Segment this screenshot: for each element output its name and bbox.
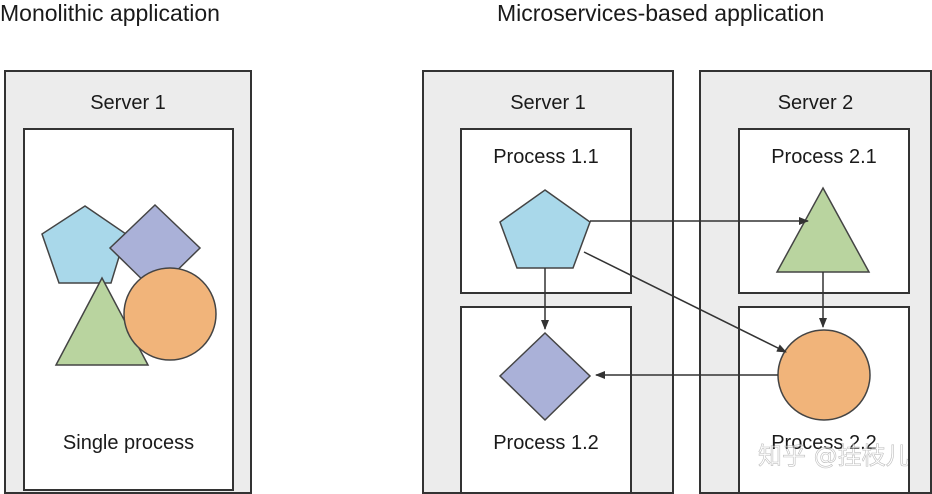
process-2-1-triangle bbox=[775, 186, 871, 273]
watermark-logo: 知乎 @挂枝儿 bbox=[758, 442, 908, 471]
micro-server2-label: Server 2 bbox=[777, 92, 854, 114]
monolithic-title: Monolithic application bbox=[0, 0, 220, 26]
watermark-text: 知乎 @挂枝儿 bbox=[758, 442, 908, 470]
process-1-1-label: Process 1.1 bbox=[493, 146, 599, 168]
microservices-title: Microservices-based application bbox=[497, 0, 825, 26]
process-2-2-label: Process 2.2 bbox=[771, 432, 877, 454]
process-2-2-circle bbox=[777, 329, 871, 421]
monolith-circle bbox=[123, 267, 217, 361]
monolith-pentagon bbox=[41, 205, 127, 284]
micro-server1-label: Server 1 bbox=[510, 92, 586, 114]
arrow-p11-to-p22 bbox=[583, 251, 787, 353]
single-process-label: Single process bbox=[62, 432, 195, 454]
process-1-2-diamond bbox=[498, 331, 592, 422]
process-1-2-label: Process 1.2 bbox=[493, 432, 599, 454]
process-1-1-pentagon bbox=[499, 189, 591, 269]
process-2-1-label: Process 2.1 bbox=[771, 146, 877, 168]
monolith-server-label: Server 1 bbox=[90, 92, 166, 114]
